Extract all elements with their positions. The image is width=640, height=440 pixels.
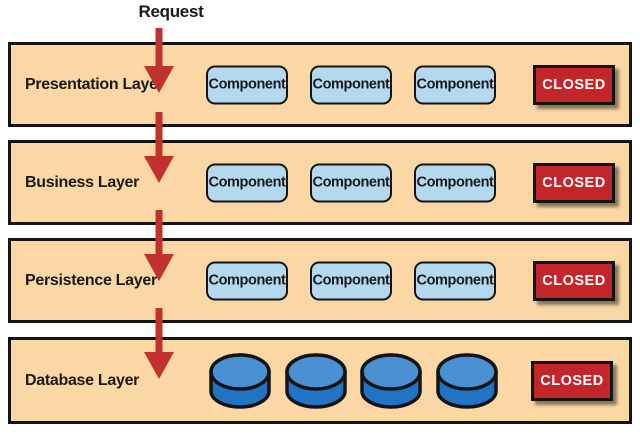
database-cylinder-icon: [360, 352, 422, 409]
database-cylinder-icon: [285, 352, 347, 409]
business-layer-label: Business Layer: [25, 173, 140, 191]
request-label: Request: [138, 2, 204, 21]
component-box: Component: [206, 261, 288, 300]
presentation-layer-band: Presentation Layer Component Component C…: [8, 42, 632, 127]
database-cylinder-icon: [209, 352, 271, 409]
business-layer-band: Business Layer Component Component Compo…: [8, 140, 632, 225]
presentation-layer-label: Presentation Layer: [25, 75, 164, 93]
component-box: Component: [414, 261, 496, 300]
component-box: Component: [414, 65, 496, 104]
closed-badge: CLOSED: [531, 360, 613, 401]
component-box: Component: [310, 261, 392, 300]
database-layer-band: Database Layer CLOSED: [8, 337, 632, 424]
component-box: Component: [414, 163, 496, 202]
closed-badge: CLOSED: [533, 260, 615, 301]
component-box: Component: [310, 65, 392, 104]
closed-badge: CLOSED: [533, 162, 615, 203]
persistence-layer-label: Persistence Layer: [25, 271, 157, 289]
component-box: Component: [206, 65, 288, 104]
database-cylinder-icon: [436, 352, 498, 409]
component-box: Component: [310, 163, 392, 202]
database-layer-label: Database Layer: [25, 371, 140, 389]
component-box: Component: [206, 163, 288, 202]
persistence-layer-band: Persistence Layer Component Component Co…: [8, 238, 632, 323]
closed-badge: CLOSED: [533, 64, 615, 105]
